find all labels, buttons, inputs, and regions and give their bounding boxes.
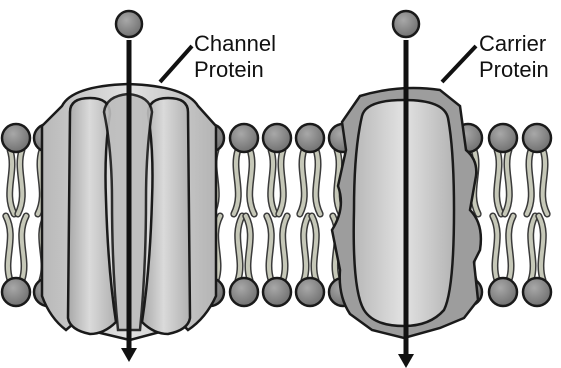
- channel-arrowhead-icon: [121, 348, 137, 362]
- molecule-icon: [116, 11, 142, 37]
- carrier-leader-line: [442, 46, 476, 82]
- lipid-head-icon: [230, 278, 258, 306]
- lipid-head-icon: [523, 278, 551, 306]
- lipid-head-icon: [296, 278, 324, 306]
- lipid-head-icon: [489, 124, 517, 152]
- channel-label-line-2: Protein: [194, 57, 276, 83]
- channel-label-line-1: Channel: [194, 31, 276, 57]
- lipid-head-icon: [523, 124, 551, 152]
- lipid-head-icon: [2, 124, 30, 152]
- molecule-icon: [393, 11, 419, 37]
- lipid-head-icon: [263, 278, 291, 306]
- lipid-head-icon: [263, 124, 291, 152]
- channel-leader-line: [160, 46, 192, 82]
- carrier-arrowhead-icon: [398, 354, 414, 368]
- lipid-head-icon: [296, 124, 324, 152]
- carrier-protein-label: Carrier Protein: [479, 31, 549, 83]
- carrier-label-line-2: Protein: [479, 57, 549, 83]
- lipid-head-icon: [489, 278, 517, 306]
- lipid-head-icon: [2, 278, 30, 306]
- carrier-label-line-1: Carrier: [479, 31, 549, 57]
- channel-protein-label: Channel Protein: [194, 31, 276, 83]
- lipid-head-icon: [230, 124, 258, 152]
